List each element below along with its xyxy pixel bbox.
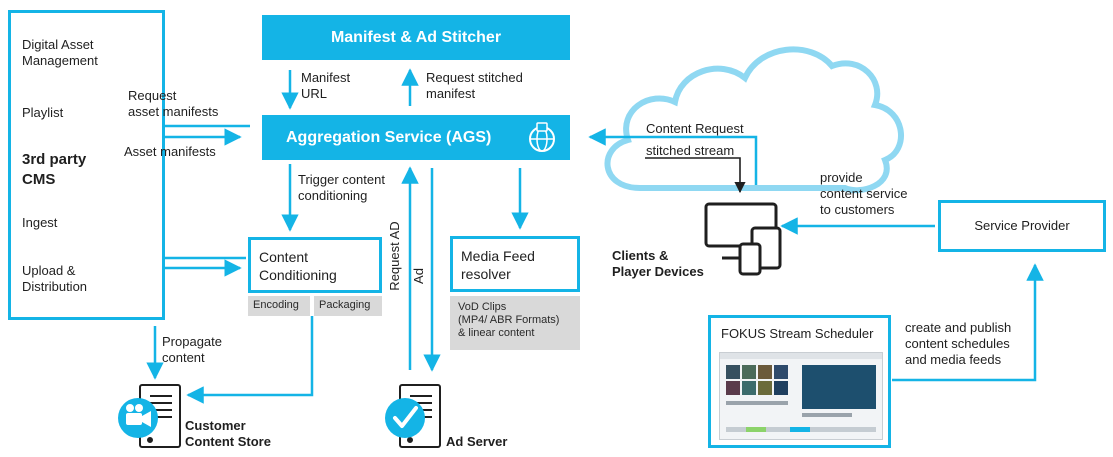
content-request-label: Content Request — [646, 121, 744, 136]
encoding-badge: Encoding — [248, 296, 310, 316]
asset-manifests-label: Asset manifests — [124, 144, 216, 159]
globe-gear-icon — [526, 121, 558, 153]
cms-box: Digital Asset Management Playlist 3rd pa… — [8, 10, 165, 320]
cms-dam: Digital Asset Management — [22, 37, 98, 68]
ad-label: Ad — [411, 268, 426, 284]
clients-label: Clients &Player Devices — [612, 248, 704, 279]
scheduler-box: FOKUS Stream Scheduler — [708, 315, 891, 448]
cms-title: 3rd party CMS — [22, 151, 87, 188]
devices-icon — [704, 202, 782, 276]
ags-bar: Aggregation Service (AGS) — [262, 115, 570, 160]
scheduler-title: FOKUS Stream Scheduler — [721, 326, 874, 341]
checkmark-icon — [385, 398, 425, 438]
request-ad-label: Request AD — [387, 221, 402, 291]
service-provider-title: Service Provider — [974, 218, 1070, 233]
cms-playlist: Playlist — [22, 105, 64, 120]
scheduler-screenshot — [719, 352, 883, 440]
vod-clips-badge: VoD Clips (MP4/ ABR Formats) & linear co… — [450, 296, 580, 350]
service-provider-box: Service Provider — [938, 200, 1106, 252]
cloud-icon — [604, 46, 904, 194]
cms-ingest: Ingest — [22, 215, 58, 230]
packaging-badge: Packaging — [314, 296, 382, 316]
stitcher-title: Manifest & Ad Stitcher — [330, 28, 502, 46]
cms-upload: Upload & Distribution — [22, 263, 88, 294]
ags-title: Aggregation Service (AGS) — [286, 128, 492, 146]
video-camera-icon — [118, 398, 158, 438]
ad-server-label: Ad Server — [446, 434, 508, 449]
stitched-stream-label: stitched stream — [646, 143, 735, 158]
stitcher-bar: Manifest & Ad Stitcher — [262, 15, 570, 60]
